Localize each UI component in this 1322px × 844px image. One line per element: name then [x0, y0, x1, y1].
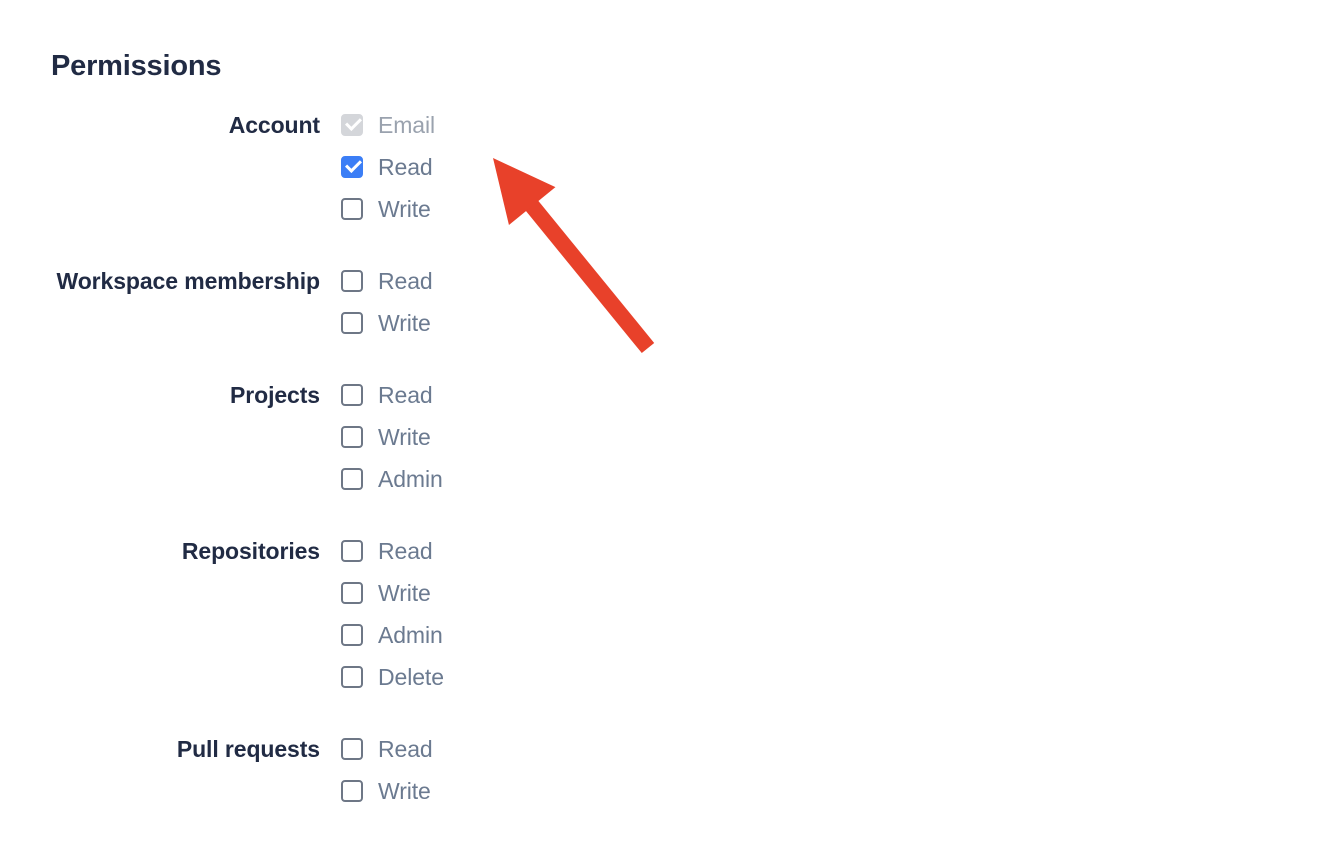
checkbox-label[interactable]: Read	[378, 736, 433, 762]
checkbox-write[interactable]	[341, 426, 363, 448]
permission-group: RunnersReadWrite	[660, 632, 1322, 716]
checkbox-label[interactable]: Delete	[378, 664, 444, 690]
permission-option-row: Delete	[341, 656, 660, 698]
checkbox-read[interactable]	[341, 384, 363, 406]
permission-option-row: Read	[341, 728, 660, 770]
permission-option-row: Read	[341, 530, 660, 572]
checkbox-label[interactable]: Write	[378, 310, 431, 336]
permission-group-label: Workspace membership	[56, 268, 321, 294]
checkmark-icon	[345, 156, 362, 173]
permission-group-label: Webhooks	[660, 404, 1322, 446]
checkbox-write[interactable]	[341, 780, 363, 802]
permission-option-row: Write	[341, 302, 660, 344]
permission-group-label: Issues	[660, 104, 1322, 146]
checkbox-admin[interactable]	[341, 624, 363, 646]
checkbox-email	[341, 114, 363, 136]
permission-option-row: Read	[341, 146, 660, 188]
checkbox-write[interactable]	[341, 312, 363, 334]
permission-option-row: Admin	[341, 614, 660, 656]
permission-group-label: Repositories	[181, 538, 320, 564]
permission-group-label: Runners	[660, 632, 1322, 674]
permission-group-label: Projects	[230, 382, 320, 408]
checkbox-label[interactable]: Read	[378, 268, 433, 294]
permission-option-row: Write	[341, 416, 660, 458]
checkbox-label[interactable]: Write	[378, 424, 431, 450]
permission-group-label: Snippets	[660, 290, 1322, 332]
checkbox-label[interactable]: Write	[378, 196, 431, 222]
checkbox-label[interactable]: Admin	[378, 622, 443, 648]
checkbox-label[interactable]: Admin	[378, 466, 443, 492]
checkbox-label: Email	[378, 112, 436, 138]
permission-option-row: Read	[341, 260, 660, 302]
permission-option-row: Email	[341, 104, 660, 146]
checkbox-delete[interactable]	[341, 666, 363, 688]
permission-group-label: Wikis	[660, 218, 1322, 260]
permission-group-label: Account	[228, 112, 320, 138]
permission-option-row: Read	[341, 374, 660, 416]
checkbox-label[interactable]: Read	[378, 382, 433, 408]
checkbox-read[interactable]	[341, 156, 363, 178]
permission-group: WebhooksRead and write	[660, 404, 1322, 446]
checkbox-label[interactable]: Write	[378, 580, 431, 606]
permission-option-row: Write	[341, 770, 660, 812]
permission-group: WikisRead and write	[660, 218, 1322, 260]
checkmark-icon	[345, 114, 362, 131]
permission-option-row: Write	[341, 572, 660, 614]
permission-option-row: Write	[341, 188, 660, 230]
checkbox-label[interactable]: Read	[378, 154, 433, 180]
permission-option-row: Admin	[341, 458, 660, 500]
checkbox-write[interactable]	[341, 582, 363, 604]
checkbox-read[interactable]	[341, 540, 363, 562]
permission-group: IssuesReadWrite	[660, 104, 1322, 188]
permission-group-label: Pull requests	[176, 736, 320, 762]
checkbox-write[interactable]	[341, 198, 363, 220]
checkbox-admin[interactable]	[341, 468, 363, 490]
checkbox-label[interactable]: Read	[378, 538, 433, 564]
page-title: Permissions	[51, 50, 222, 82]
permissions-right-column: IssuesReadWriteWikisRead and writeSnippe…	[660, 104, 1322, 746]
permission-group: PipelinesReadWriteEdit variables	[660, 476, 1322, 602]
permission-group-label: Pipelines	[660, 476, 1322, 518]
checkbox-read[interactable]	[341, 270, 363, 292]
permission-group: SnippetsReadWrite	[660, 290, 1322, 374]
checkbox-label[interactable]: Write	[378, 778, 431, 804]
checkbox-read[interactable]	[341, 738, 363, 760]
